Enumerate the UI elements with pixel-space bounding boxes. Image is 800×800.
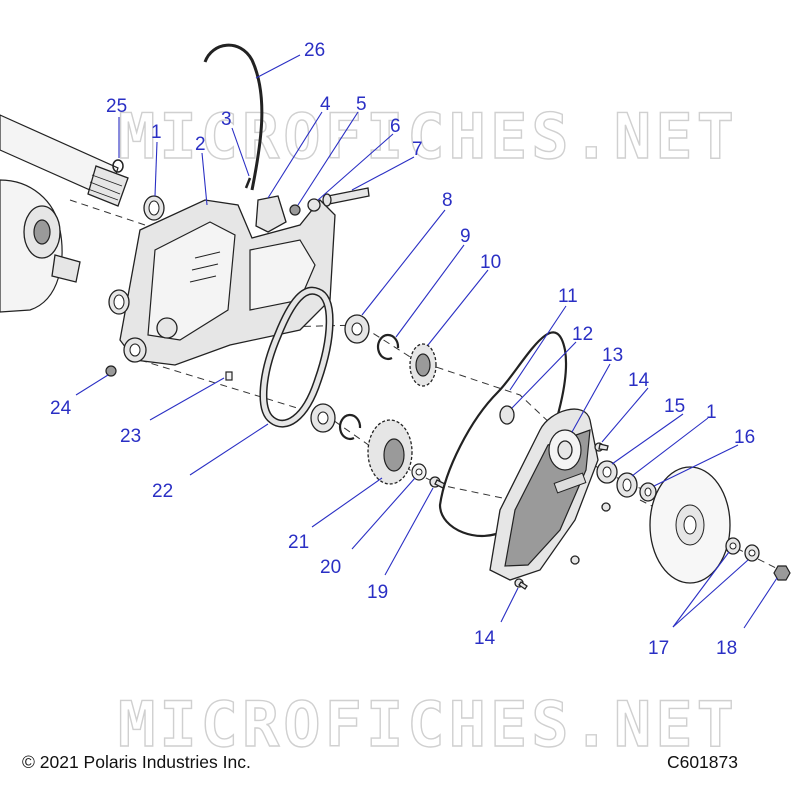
callout-14: 14 — [628, 370, 650, 391]
washer-part-17 — [725, 537, 760, 562]
leader-8 — [361, 209, 446, 316]
callout-23: 23 — [120, 426, 141, 447]
callout-10: 10 — [480, 252, 501, 273]
callout-21: 21 — [288, 532, 309, 553]
inner-chaincase-part — [119, 199, 336, 366]
snap-ring-part — [112, 159, 124, 173]
callout-26: 26 — [304, 40, 325, 61]
leader-17b — [672, 559, 749, 628]
seal-part-right — [616, 472, 638, 498]
callout-18: 18 — [716, 638, 737, 659]
callout-19: 19 — [367, 582, 388, 603]
leader-14b — [500, 587, 519, 623]
plug-part — [499, 405, 515, 425]
axis-shaft — [69, 199, 146, 226]
leader-4 — [267, 111, 323, 199]
bolt-part-14-upper — [594, 442, 609, 452]
bolt-part-19 — [429, 476, 446, 489]
callout-25: 25 — [106, 96, 127, 117]
dowel-pin-part — [225, 371, 233, 381]
bearing-part-15 — [596, 460, 618, 484]
bolt-part-7 — [322, 187, 370, 207]
brake-disc-part — [649, 466, 731, 584]
leader-15 — [611, 413, 684, 465]
callout-2: 2 — [195, 134, 206, 155]
callout-20: 20 — [320, 557, 341, 578]
callout-4: 4 — [320, 94, 331, 115]
drive-chain-part — [259, 286, 334, 428]
callout-9: 9 — [460, 226, 471, 247]
watermark-top: MICROFICHES.NET — [118, 100, 738, 173]
leader-13 — [571, 363, 611, 433]
callout-1-right: 1 — [706, 402, 717, 423]
outer-cover-part — [489, 408, 599, 581]
hose-clip-part — [244, 177, 252, 189]
bearing-part-8 — [344, 314, 370, 344]
leader-21 — [311, 477, 383, 528]
drive-shaft — [0, 114, 129, 207]
callout-3: 3 — [221, 109, 232, 130]
nut-part-18 — [773, 565, 791, 581]
callout-7: 7 — [412, 139, 423, 160]
leader-12 — [511, 341, 577, 409]
leader-5 — [297, 111, 359, 206]
sprocket-part-10 — [409, 343, 437, 387]
bolt-part-14-right — [570, 555, 580, 565]
nut-part — [289, 204, 301, 216]
leader-22 — [189, 423, 269, 476]
leader-1a — [154, 141, 158, 197]
leader-20 — [351, 477, 416, 550]
bolt-part-14-lower — [514, 578, 528, 590]
spacer-part-16 — [639, 482, 657, 502]
callout-24: 24 — [50, 398, 72, 419]
callout-11: 11 — [558, 286, 578, 307]
callout-15: 15 — [664, 396, 685, 417]
callout-16: 16 — [734, 427, 755, 448]
nut-part-24 — [105, 365, 117, 377]
callout-5: 5 — [356, 94, 367, 115]
leader-10 — [427, 269, 489, 346]
leader-23 — [149, 377, 225, 421]
callout-1: 1 — [151, 122, 162, 143]
leader-24 — [75, 374, 109, 396]
copyright-notice: © 2021 Polaris Industries Inc. — [22, 752, 251, 772]
callout-17: 17 — [648, 638, 669, 659]
gear-part-21 — [367, 419, 413, 485]
tensioner-part — [255, 195, 287, 233]
leader-7 — [351, 156, 415, 191]
callout-13: 13 — [602, 345, 623, 366]
axis-lower — [139, 359, 561, 511]
leader-6 — [317, 133, 394, 201]
callout-12: 12 — [572, 324, 593, 345]
callout-14-lower: 14 — [474, 628, 496, 649]
circlip-part-9 — [376, 333, 400, 361]
callout-6: 6 — [390, 116, 401, 137]
bearing-part-lower — [310, 403, 336, 433]
leader-16 — [653, 444, 739, 487]
leader-9 — [395, 244, 465, 338]
callout-8: 8 — [442, 190, 453, 211]
leader-11 — [509, 305, 567, 391]
leader-3 — [231, 127, 250, 177]
leader-1b — [631, 417, 709, 477]
watermark-bottom: MICROFICHES.NET — [118, 688, 738, 761]
leader-19 — [384, 487, 434, 576]
diagram-code: C601873 — [666, 752, 738, 772]
leader-2 — [201, 152, 208, 206]
breather-hose-part — [203, 43, 264, 191]
circlip-part-lower — [338, 413, 362, 441]
leader-26 — [255, 54, 301, 79]
bolt-part-14-mid — [601, 502, 611, 512]
leader-14a — [601, 387, 649, 443]
callout-22: 22 — [152, 481, 173, 502]
leader-18 — [743, 577, 778, 629]
spacer-part — [307, 198, 321, 212]
leader-17a — [672, 551, 730, 628]
gearbox-housing-partial — [0, 179, 81, 313]
